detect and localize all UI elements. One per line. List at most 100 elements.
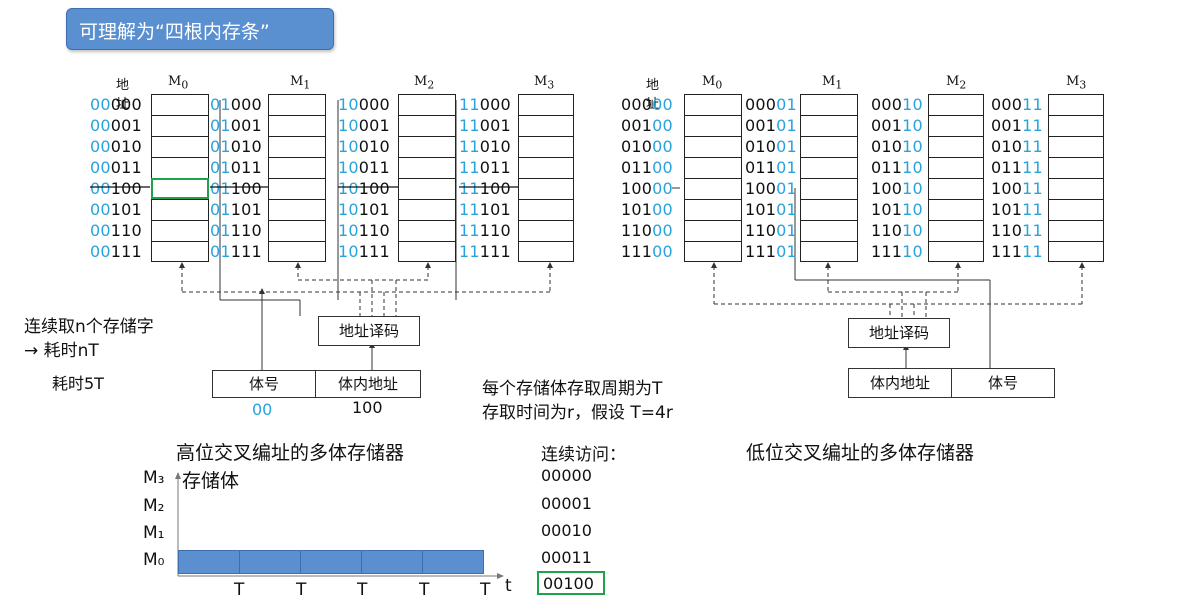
memory-cell: [928, 241, 984, 262]
address-entry: 00110: [90, 220, 142, 241]
memory-cell: [398, 178, 456, 199]
address-part: 10: [338, 221, 359, 240]
memory-cell: [800, 199, 858, 220]
address-entry: 00110: [871, 115, 923, 136]
address-part: 01: [210, 137, 231, 156]
address-part: 10: [338, 158, 359, 177]
right-connections: [672, 187, 1085, 370]
memory-cell: [518, 136, 574, 157]
right-bank-m2: [928, 94, 984, 262]
address-entry: 01000: [621, 136, 673, 157]
address-part: 11: [459, 221, 480, 240]
address-entry: 10110: [338, 220, 390, 241]
address-entry: 10000: [621, 178, 673, 199]
address-part: 11: [459, 179, 480, 198]
memory-cell: [1048, 178, 1104, 199]
address-entry: 11111: [991, 241, 1043, 262]
address-part: 001: [621, 116, 653, 135]
memory-cell: [518, 199, 574, 220]
memory-cell: [268, 157, 326, 178]
address-entry: 00001: [745, 94, 797, 115]
address-part: 101: [621, 200, 653, 219]
address-entry: 11010: [459, 136, 511, 157]
access-item-1: 00001: [541, 494, 592, 513]
memory-cell: [684, 178, 742, 199]
address-part: 11: [459, 242, 480, 261]
address-part: 010: [358, 137, 390, 156]
left-bank-m2-label: M2: [414, 74, 435, 92]
address-part: 01: [776, 200, 797, 219]
address-part: 00: [90, 137, 111, 156]
memory-cell: [398, 115, 456, 136]
address-part: 00: [90, 116, 111, 135]
memory-cell: [1048, 157, 1104, 178]
right-bank-m3-label: M3: [1066, 74, 1087, 92]
memory-cell: [268, 199, 326, 220]
address-part: 10: [902, 242, 923, 261]
memory-cell: [398, 199, 456, 220]
address-part: 000: [110, 95, 142, 114]
timing-ylabel: 存储体: [182, 470, 240, 492]
address-part: 111: [479, 242, 511, 261]
address-entry: 01000: [210, 94, 262, 115]
note-cycle-line1: 每个存储体存取周期为T: [482, 379, 663, 399]
address-entry: 10001: [338, 115, 390, 136]
address-part: 10: [902, 95, 923, 114]
memory-cell: [1048, 94, 1104, 115]
address-part: 000: [230, 95, 262, 114]
address-part: 01: [210, 116, 231, 135]
address-part: 010: [230, 137, 262, 156]
left-field-inner-label: 体内地址: [337, 375, 398, 393]
address-part: 101: [871, 200, 903, 219]
memory-cell: [684, 136, 742, 157]
address-entry: 00010: [90, 136, 142, 157]
right-decoder-box: 地址译码: [848, 318, 950, 348]
address-part: 10: [902, 179, 923, 198]
address-part: 110: [358, 221, 390, 240]
address-entry: 11110: [459, 220, 511, 241]
address-part: 11: [459, 116, 480, 135]
memory-cell: [928, 199, 984, 220]
address-entry: 10011: [991, 178, 1043, 199]
address-part: 111: [230, 242, 262, 261]
memory-cell: [928, 94, 984, 115]
timing-t-3: T: [357, 580, 368, 600]
access-title: 连续访问：: [541, 445, 626, 465]
address-part: 110: [745, 221, 777, 240]
address-part: 110: [479, 221, 511, 240]
address-entry: 01100: [621, 157, 673, 178]
memory-cell: [398, 136, 456, 157]
address-part: 11: [1022, 95, 1043, 114]
address-entry: 10010: [871, 178, 923, 199]
memory-cell: [800, 157, 858, 178]
memory-cell: [928, 115, 984, 136]
memory-cell: [684, 220, 742, 241]
address-part: 001: [479, 116, 511, 135]
address-part: 110: [871, 221, 903, 240]
address-entry: 10100: [338, 178, 390, 199]
right-field-inner-label: 体内地址: [869, 374, 930, 392]
address-entry: 01001: [745, 136, 797, 157]
address-part: 010: [621, 137, 653, 156]
address-part: 00: [90, 158, 111, 177]
memory-cell: [518, 157, 574, 178]
address-part: 10: [902, 200, 923, 219]
address-entry: 11101: [459, 199, 511, 220]
address-part: 01: [210, 95, 231, 114]
left-bank-m1: [268, 94, 326, 262]
left-bank-m3: [518, 94, 574, 262]
callout-box: 可理解为“四根内存条”: [66, 8, 334, 50]
timing-bank-m1: M₁: [143, 523, 165, 543]
address-part: 10: [338, 95, 359, 114]
address-entry: 01111: [210, 241, 262, 262]
address-part: 101: [358, 200, 390, 219]
address-part: 00: [90, 200, 111, 219]
note-cycle-line2: 存取时间为r，假设 T=4r: [482, 403, 673, 423]
address-part: 011: [358, 158, 390, 177]
address-part: 011: [110, 158, 142, 177]
address-part: 001: [110, 116, 142, 135]
address-part: 11: [1022, 137, 1043, 156]
memory-cell: [268, 220, 326, 241]
